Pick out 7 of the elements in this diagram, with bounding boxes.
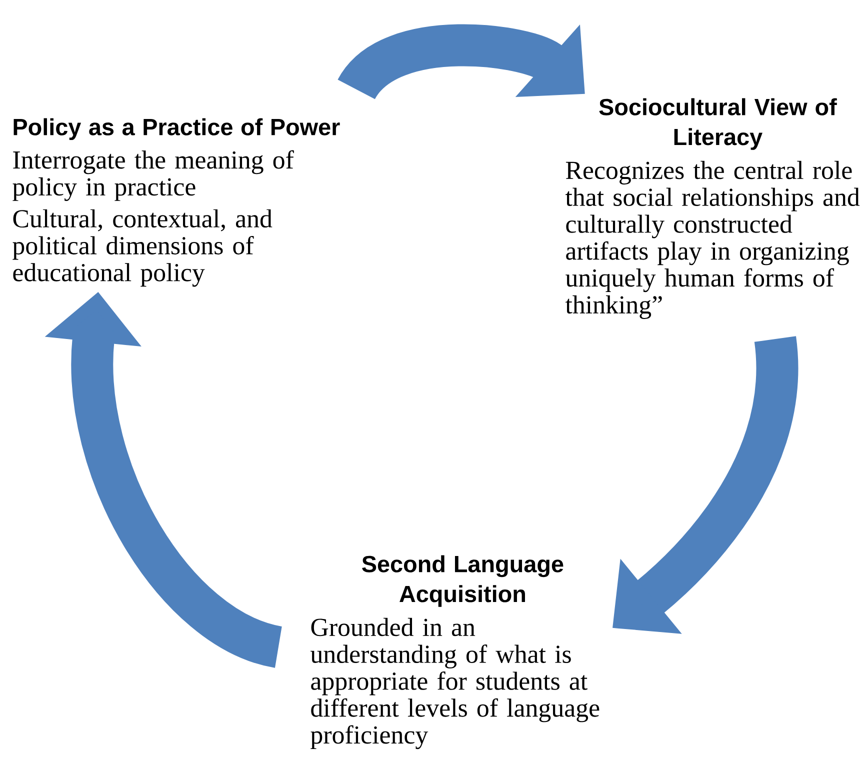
body-text: Interrogate the meaning of policy in practice bbox=[12, 150, 294, 201]
heading: Second Language Acquisition bbox=[362, 555, 564, 607]
heading: Policy as a Practice of Power bbox=[14, 118, 340, 140]
heading: Sociocultural View of Literacy bbox=[599, 98, 837, 150]
body-text: Grounded in an understanding of what is appropriate for students at different levels of language proficiency bbox=[310, 618, 600, 750]
body-text: Cultural, contextual, and political dimensions of educational policy bbox=[12, 209, 272, 287]
body-text: Recognizes the central role that social relationships and culturally constructed artifacts play in organizing uniquely human forms of thinking” bbox=[565, 160, 860, 319]
